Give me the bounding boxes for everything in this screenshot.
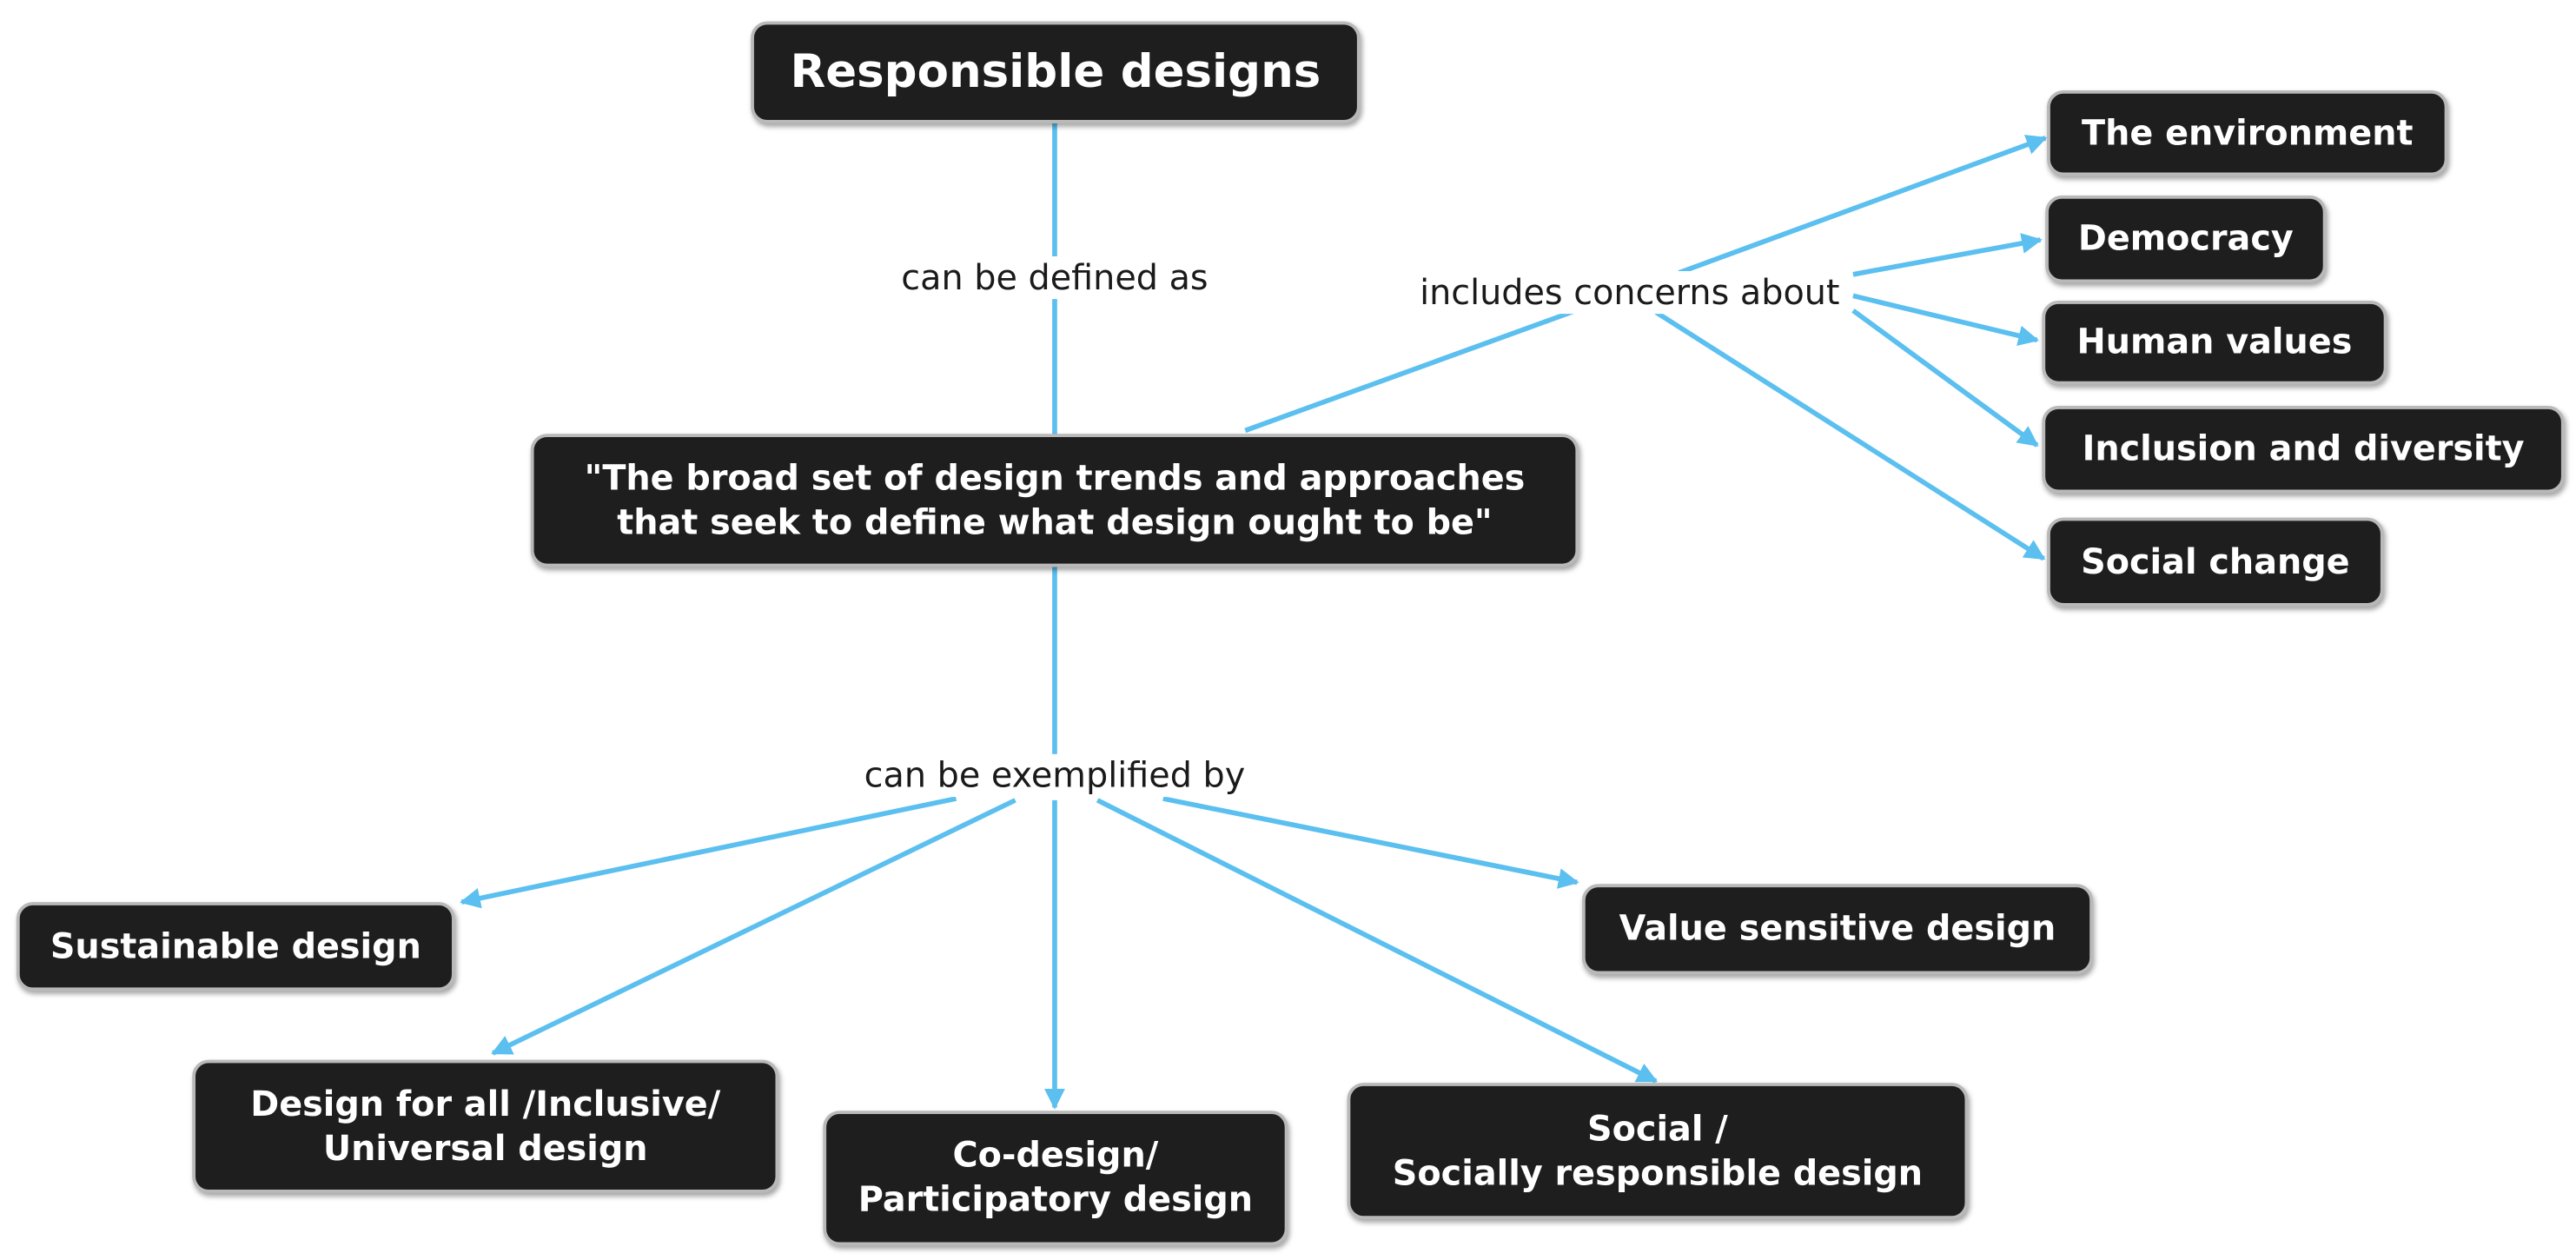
concept-inclusion-and-diversity: Inclusion and diversity xyxy=(2042,406,2565,494)
arrow-to-social-design xyxy=(1096,798,1659,1084)
link-label-can-be-exemplified-by: can be exemplified by xyxy=(860,753,1249,798)
concept-democracy: Democracy xyxy=(2045,196,2327,283)
arrow-to-democracy xyxy=(1852,233,2043,277)
concept-social-design: Social / Socially responsible design xyxy=(1347,1083,1969,1220)
concept-value-sensitive-design: Value sensitive design xyxy=(1581,884,2094,975)
concept-social-change: Social change xyxy=(2047,517,2384,607)
concept-sustainable-design: Sustainable design xyxy=(16,902,455,991)
concept-design-for-all: Design for all /Inclusive/ Universal des… xyxy=(192,1059,779,1193)
concept-co-design: Co-design/ Participatory design xyxy=(823,1111,1288,1246)
link-label-includes-concerns-about: includes concerns about xyxy=(1416,270,1844,315)
arrow-to-human-values xyxy=(1852,293,2040,346)
arrow-to-the-environment xyxy=(1678,135,2048,275)
arrow-to-inclusion-and-diversity xyxy=(1851,308,2039,448)
connector-definition-to-concerns-label xyxy=(1244,306,1582,434)
concept-the-environment: The environment xyxy=(2047,90,2448,176)
arrow-to-social-change xyxy=(1654,309,2046,561)
arrow-to-sustainable-design xyxy=(460,796,957,909)
arrow-to-value-sensitive-design xyxy=(1162,796,1579,889)
concept-responsible-designs: Responsible designs xyxy=(751,21,1361,123)
concept-definition: "The broad set of design trends and appr… xyxy=(530,434,1579,567)
concept-human-values: Human values xyxy=(2042,301,2387,385)
arrow-to-design-for-all xyxy=(491,798,1016,1056)
link-label-can-be-defined-as: can be defined as xyxy=(897,255,1212,300)
